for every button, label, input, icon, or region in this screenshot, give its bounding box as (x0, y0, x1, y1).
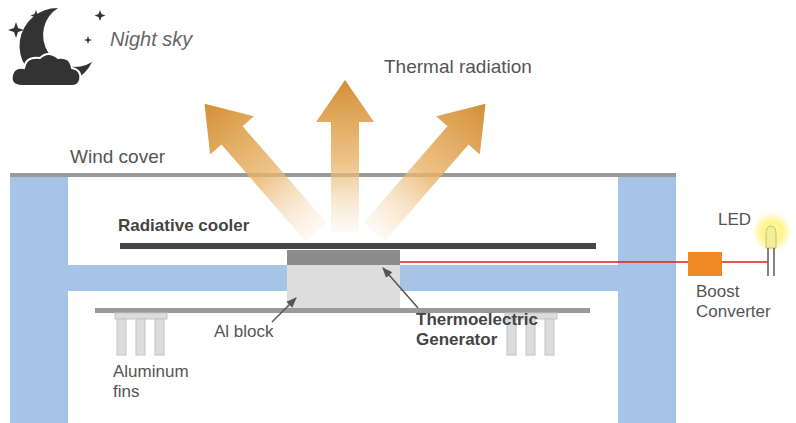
radiative-cooler (120, 243, 596, 249)
star (31, 10, 42, 21)
radiation-label: Thermal radiation (384, 56, 532, 78)
fin-bar (115, 313, 167, 319)
part-label: Thermoelectric Generator (416, 310, 546, 349)
leader-line (383, 268, 418, 308)
fin (117, 319, 126, 355)
converter-box: Boost Converter (688, 252, 722, 276)
star (84, 36, 92, 44)
star (8, 22, 24, 38)
radiation-arrow (352, 85, 507, 251)
housing-wall (618, 176, 676, 423)
led-glow (752, 212, 792, 252)
fin (155, 319, 164, 355)
cooler-label: Radiative cooler (118, 216, 249, 236)
part-label: Aluminum fins (113, 362, 213, 401)
thermoelectric-generator (287, 250, 400, 265)
part-label: Al block (214, 322, 274, 342)
cloud (12, 54, 81, 86)
cover-label: Wind cover (70, 146, 165, 168)
star (95, 10, 106, 21)
sky-label: Night sky (110, 28, 192, 51)
led-bulb (766, 226, 776, 248)
fin (545, 319, 554, 355)
fin (136, 319, 145, 355)
led-leg (773, 248, 775, 276)
part-label: LED (718, 210, 751, 230)
led-leg (767, 248, 769, 276)
housing-wall (10, 176, 68, 423)
leader-line (272, 298, 296, 322)
support-arm (68, 265, 288, 291)
night-sky-icon (8, 8, 106, 86)
node-label: Boost Converter (696, 282, 792, 321)
radiation-arrow (316, 80, 374, 232)
support-arm (400, 265, 618, 291)
